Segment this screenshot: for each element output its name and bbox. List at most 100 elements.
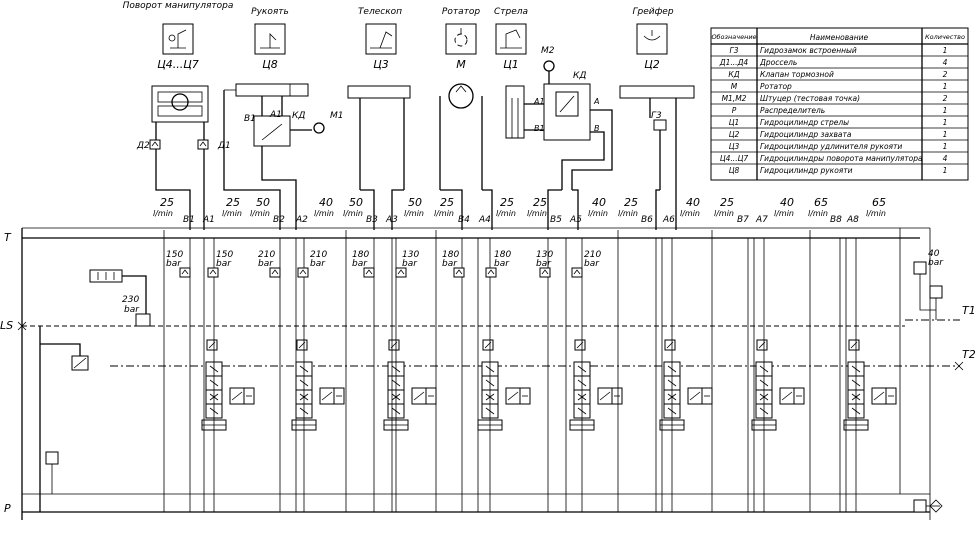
relief-value-7: 180 <box>442 250 459 260</box>
test-point-m2 <box>543 60 555 72</box>
svg-text:1: 1 <box>943 82 948 91</box>
port-name-a1: A1 <box>202 215 215 225</box>
svg-text:Ц4...Ц7: Ц4...Ц7 <box>720 154 749 163</box>
function-title-5: Грейфер <box>632 7 673 17</box>
relief-value-2: 150 <box>216 250 233 260</box>
svg-text:Ц2: Ц2 <box>729 130 740 139</box>
manifold-lines: T LS P T1 T2 <box>0 227 976 520</box>
port-unit-b1: l/min <box>153 209 173 218</box>
relief-unit-7: bar <box>442 259 458 269</box>
label-ls: LS <box>0 319 13 332</box>
svg-text:Ц8: Ц8 <box>729 166 740 175</box>
label-t1: T1 <box>962 304 976 317</box>
valve-section-1 <box>201 339 255 431</box>
port-flow-a1: 25 <box>226 196 240 209</box>
svg-text:КД: КД <box>728 70 739 79</box>
svg-text:4: 4 <box>943 154 948 163</box>
port-name-a5: A5 <box>569 215 582 225</box>
table-row: М Ротатор 1 <box>731 82 948 91</box>
function-title-2: Телескоп <box>358 7 402 17</box>
svg-text:Гидроцилиндр удлинителя рукоят: Гидроцилиндр удлинителя рукояти <box>760 142 902 151</box>
svg-text:Гидрозамок встроенный: Гидрозамок встроенный <box>760 46 857 55</box>
label-a-boom: А <box>593 97 599 106</box>
port-unit-b4: l/min <box>434 209 454 218</box>
outlet-relief-value: 40 <box>928 249 940 259</box>
relief-value-4: 210 <box>310 250 327 260</box>
table-row: Ц2 Гидроцилиндр захвата 1 <box>729 130 948 139</box>
port-flow-b5: 25 <box>533 196 547 209</box>
port-name-a3: A3 <box>385 215 398 225</box>
svg-text:2: 2 <box>943 70 948 79</box>
port-unit-b6: l/min <box>618 209 638 218</box>
port-unit-a2: l/min <box>314 209 334 218</box>
valve-section-7 <box>751 339 805 431</box>
function-code-2: Ц3 <box>373 58 389 71</box>
manipulator-rotate-icon <box>162 23 194 55</box>
port-flow-a5: 40 <box>592 196 606 209</box>
label-kd-1: КД <box>292 111 305 121</box>
table-header-qty: Количество <box>925 33 965 41</box>
port-flow-b6: 25 <box>624 196 638 209</box>
grapple-cylinder: Г3 <box>619 85 695 190</box>
port-unit-b8: l/min <box>808 209 828 218</box>
port-name-b1: B1 <box>183 215 195 225</box>
valve-section-5 <box>569 339 623 431</box>
valve-section-8 <box>843 339 897 431</box>
function-title-1: Рукоять <box>251 7 289 17</box>
svg-text:1: 1 <box>943 166 948 175</box>
label-g3: Г3 <box>651 111 662 121</box>
port-unit-a3: l/min <box>404 209 424 218</box>
table-row: Ц8 Гидроцилиндр рукояти 1 <box>729 166 948 175</box>
port-name-b6: B6 <box>641 215 653 225</box>
boom-icon <box>495 23 527 55</box>
port-name-b2: B2 <box>273 215 285 225</box>
svg-text:Гидроцилиндр рукояти: Гидроцилиндр рукояти <box>760 166 853 175</box>
svg-text:1: 1 <box>943 142 948 151</box>
throttle-d2 <box>149 139 161 150</box>
label-a1-boom: А1 <box>533 97 545 106</box>
port-name-b4: B4 <box>458 215 470 225</box>
port-name-a6: A6 <box>662 215 675 225</box>
label-p: P <box>4 502 11 515</box>
port-name-a7: A7 <box>755 215 768 225</box>
svg-text:Р: Р <box>732 106 737 115</box>
actuator-pipes <box>155 90 677 230</box>
port-flow-a6: 40 <box>686 196 700 209</box>
port-flow-b3: 50 <box>349 196 363 209</box>
svg-text:4: 4 <box>943 58 948 67</box>
relief-unit-8: bar <box>494 259 510 269</box>
relief-unit-10: bar <box>584 259 600 269</box>
port-flow-a7: 40 <box>780 196 794 209</box>
hydro-lock-g3 <box>653 119 667 131</box>
port-name-a8: A8 <box>846 215 859 225</box>
svg-text:Дроссель: Дроссель <box>759 58 797 67</box>
table-row: Д1...Д4 Дроссель 4 <box>719 58 948 67</box>
function-code-3: М <box>456 58 466 71</box>
svg-text:Штуцер (тестовая точка): Штуцер (тестовая точка) <box>760 94 860 103</box>
function-title-4: Стрела <box>494 7 528 17</box>
relief-value-10: 210 <box>584 250 601 260</box>
relief-unit-4: bar <box>310 259 326 269</box>
port-flow-b2: 50 <box>256 196 270 209</box>
svg-text:1: 1 <box>943 118 948 127</box>
table-header-code: Обозначение <box>711 33 756 41</box>
svg-text:1: 1 <box>943 46 948 55</box>
port-unit-a1: l/min <box>222 209 242 218</box>
port-flow-a8: 65 <box>872 196 886 209</box>
port-unit-a4: l/min <box>496 209 516 218</box>
port-name-b5: B5 <box>550 215 562 225</box>
table-row: Ц1 Гидроцилиндр стрелы 1 <box>729 118 948 127</box>
port-name-b3: B3 <box>366 215 378 225</box>
table-row: КД Клапан тормозной 2 <box>728 70 947 79</box>
function-code-5: Ц2 <box>644 58 660 71</box>
label-m1: М1 <box>330 111 344 121</box>
function-code-1: Ц8 <box>262 58 278 71</box>
port-flow-b7: 25 <box>720 196 734 209</box>
main-relief-valve <box>135 313 151 327</box>
telescope-icon <box>365 23 397 55</box>
relief-unit-6: bar <box>402 259 418 269</box>
port-flow-a2: 40 <box>319 196 333 209</box>
table-row: Ц3 Гидроцилиндр удлинителя рукояти 1 <box>729 142 948 151</box>
label-m2: М2 <box>541 46 555 56</box>
